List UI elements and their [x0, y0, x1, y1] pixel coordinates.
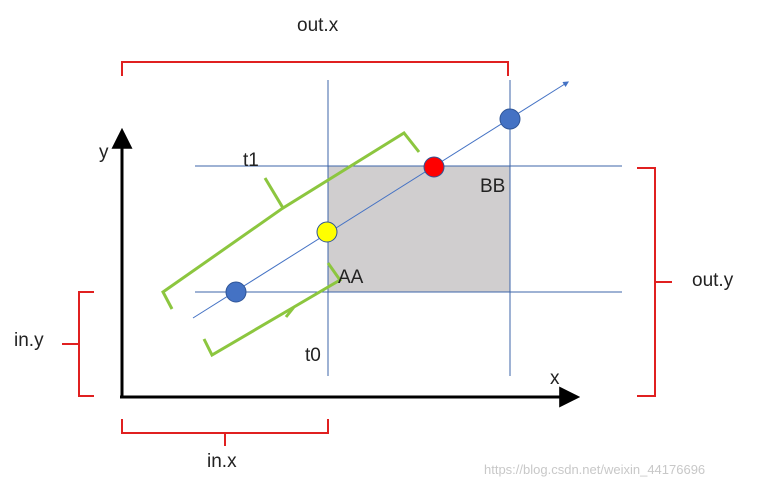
bracket-out-y — [637, 167, 672, 397]
watermark: https://blog.csdn.net/weixin_44176696 — [484, 462, 705, 477]
bracket-in-x — [121, 419, 329, 446]
label-in-x: in.x — [207, 451, 237, 472]
point-end — [499, 108, 521, 130]
label-axis-y: y — [99, 142, 109, 163]
intersection-box — [328, 166, 510, 292]
point-t1 — [423, 156, 445, 178]
point-t0 — [316, 221, 338, 243]
label-axis-x: x — [550, 368, 560, 389]
brace-t0 — [202, 262, 343, 358]
label-in-y: in.y — [14, 330, 44, 351]
point-start — [225, 281, 247, 303]
label-t0: t0 — [305, 345, 321, 366]
label-t1: t1 — [243, 150, 259, 171]
label-aa: AA — [338, 267, 364, 288]
bracket-in-y — [62, 291, 94, 397]
label-out-x: out.x — [297, 15, 339, 36]
label-bb: BB — [480, 176, 505, 197]
bracket-out-x — [121, 61, 509, 76]
label-out-y: out.y — [692, 270, 734, 291]
brace-t1 — [161, 131, 421, 310]
